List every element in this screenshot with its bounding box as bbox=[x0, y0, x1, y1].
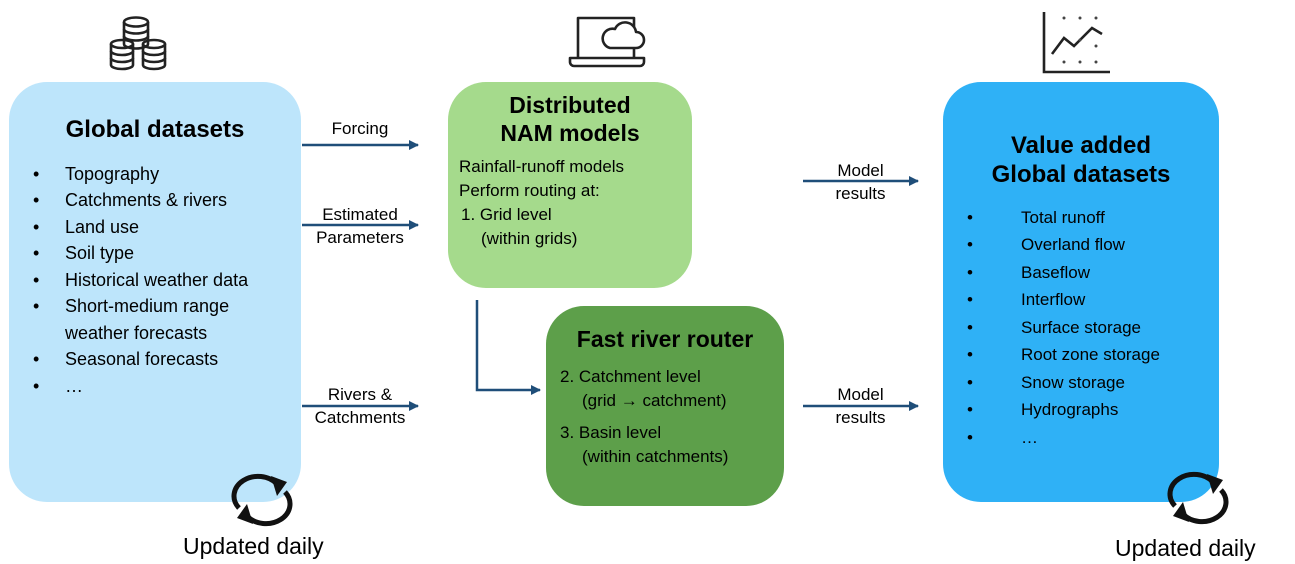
list-item: Root zone storage bbox=[943, 341, 1219, 369]
list-item: Hydrographs bbox=[943, 396, 1219, 424]
refresh-icon-left bbox=[231, 473, 293, 527]
model-results-top-line1: Model bbox=[837, 161, 884, 180]
river-router-title: Fast river router bbox=[576, 326, 754, 352]
rivers-catchments-line2: Catchments bbox=[314, 407, 406, 427]
list-item: Topography bbox=[9, 161, 264, 188]
estimated-parameters-line1: Estimated bbox=[322, 205, 398, 224]
database-icon bbox=[109, 16, 167, 71]
nam-step-1: 1. Grid level bbox=[461, 205, 552, 225]
nam-models-title: Distributed NAM models bbox=[448, 92, 692, 147]
estimated-parameters-line2: Parameters bbox=[316, 227, 404, 247]
list-item: Seasonal forecasts bbox=[9, 346, 264, 373]
nam-models-box: Distributed NAM models Rainfall-runoff m… bbox=[448, 82, 692, 288]
value-added-box: Value added Global datasets Total runoff… bbox=[943, 82, 1219, 502]
nam-to-router-arrow bbox=[475, 300, 541, 395]
model-results-label-top: Model results bbox=[803, 160, 918, 206]
forcing-label: Forcing bbox=[331, 119, 389, 138]
nam-models-title-line1: Distributed bbox=[509, 92, 631, 118]
laptop-cloud-icon bbox=[568, 16, 646, 68]
estimated-parameters-label: Estimated Parameters bbox=[296, 204, 424, 250]
model-results-bottom-line2: results bbox=[835, 407, 886, 427]
line-chart-icon bbox=[1042, 12, 1110, 74]
model-results-top-line2: results bbox=[835, 183, 886, 203]
river-router-box: Fast river router 2. Catchment level (gr… bbox=[546, 306, 784, 506]
global-datasets-title: Global datasets bbox=[65, 116, 245, 143]
list-item: Catchments & rivers bbox=[9, 187, 264, 214]
router-step-3-sub: (within catchments) bbox=[582, 446, 729, 466]
model-results-label-bottom: Model results bbox=[803, 384, 918, 430]
list-item: Soil type bbox=[9, 240, 264, 267]
list-item: Overland flow bbox=[943, 231, 1219, 259]
nam-models-body: Rainfall-runoff models Perform routing a… bbox=[459, 155, 692, 251]
nam-description-1: Rainfall-runoff models bbox=[459, 157, 625, 177]
nam-step-1-sub: (within grids) bbox=[481, 229, 578, 249]
router-step-2: 2. Catchment level bbox=[560, 366, 701, 386]
value-added-list: Total runoff Overland flow Baseflow Inte… bbox=[943, 204, 1219, 452]
list-item: Short-medium range weather forecasts bbox=[9, 293, 264, 346]
river-router-body: 2. Catchment level (grid → catchment) 3.… bbox=[560, 365, 784, 469]
list-item: Interflow bbox=[943, 286, 1219, 314]
list-item: Surface storage bbox=[943, 314, 1219, 342]
list-item: … bbox=[943, 424, 1219, 452]
value-added-title-line1: Value added bbox=[1010, 132, 1152, 159]
rivers-catchments-line1: Rivers & bbox=[327, 385, 393, 404]
global-datasets-box: Global datasets Topography Catchments & … bbox=[9, 82, 301, 502]
list-item: Historical weather data bbox=[9, 267, 264, 294]
router-step-3: 3. Basin level bbox=[560, 422, 662, 442]
value-added-title: Value added Global datasets bbox=[943, 132, 1219, 190]
value-added-title-line2: Global datasets bbox=[991, 160, 1171, 188]
global-datasets-list: Topography Catchments & rivers Land use … bbox=[9, 161, 264, 400]
router-step-2-sub: (grid → catchment) bbox=[582, 390, 727, 410]
list-item: … bbox=[9, 373, 264, 400]
list-item: Land use bbox=[9, 214, 264, 241]
rivers-catchments-label: Rivers & Catchments bbox=[296, 384, 424, 430]
model-results-bottom-line1: Model bbox=[837, 385, 884, 404]
list-item: Total runoff bbox=[943, 204, 1219, 232]
updated-daily-label-right: Updated daily bbox=[1115, 535, 1256, 561]
refresh-icon-right bbox=[1167, 471, 1229, 525]
updated-daily-label-left: Updated daily bbox=[183, 533, 324, 559]
nam-description-2: Perform routing at: bbox=[459, 181, 600, 201]
list-item: Snow storage bbox=[943, 369, 1219, 397]
list-item: Baseflow bbox=[943, 259, 1219, 287]
nam-models-title-line2: NAM models bbox=[500, 119, 640, 146]
